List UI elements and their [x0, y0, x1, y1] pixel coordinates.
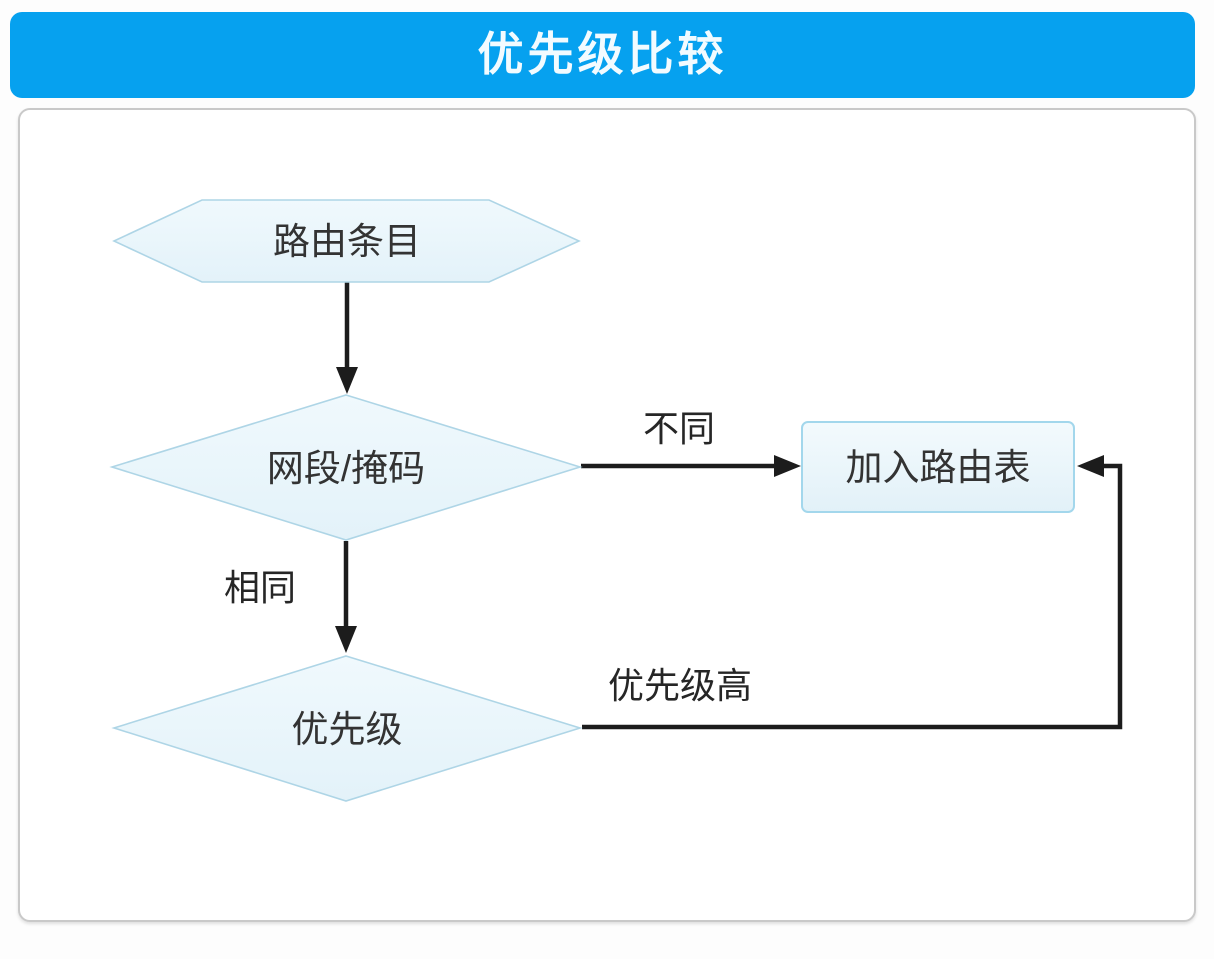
edge-label-same: 相同	[224, 567, 296, 608]
edge-route-entry-to-segment-mask	[336, 282, 358, 394]
edge-priority-to-add-routing-table: 优先级高	[582, 455, 1123, 730]
flowchart-panel: 不同 相同 优先级高 路由条目 网段/掩码	[18, 108, 1196, 922]
node-route-entry: 路由条目	[112, 199, 581, 283]
edge-label-different: 不同	[643, 408, 715, 449]
arrowhead-down-icon	[336, 367, 358, 394]
arrowhead-down-icon	[335, 626, 357, 653]
hexagon-shape	[112, 199, 581, 283]
edge-line	[582, 463, 1123, 730]
diamond-shape	[109, 394, 583, 541]
edge-label-higher-priority: 优先级高	[608, 665, 752, 706]
edge-segment-mask-to-priority: 相同	[224, 541, 357, 653]
page-title: 优先级比较	[477, 29, 728, 80]
arrowhead-left-icon	[1077, 455, 1104, 477]
arrowhead-right-icon	[774, 455, 801, 477]
flowchart-canvas: 不同 相同 优先级高 路由条目 网段/掩码	[109, 199, 1123, 802]
rectangle-shape	[801, 421, 1075, 513]
node-add-routing-table: 加入路由表	[801, 421, 1075, 513]
node-label-priority: 优先级	[292, 709, 403, 750]
diamond-shape	[111, 655, 583, 802]
title-bar: 优先级比较	[10, 12, 1195, 98]
node-label-add-routing-table: 加入路由表	[846, 447, 1031, 488]
edge-segment-mask-to-add-routing-table: 不同	[581, 408, 801, 477]
node-segment-mask: 网段/掩码	[109, 394, 583, 541]
node-label-route-entry: 路由条目	[273, 221, 421, 262]
node-priority: 优先级	[111, 655, 583, 802]
node-label-segment-mask: 网段/掩码	[267, 448, 425, 489]
